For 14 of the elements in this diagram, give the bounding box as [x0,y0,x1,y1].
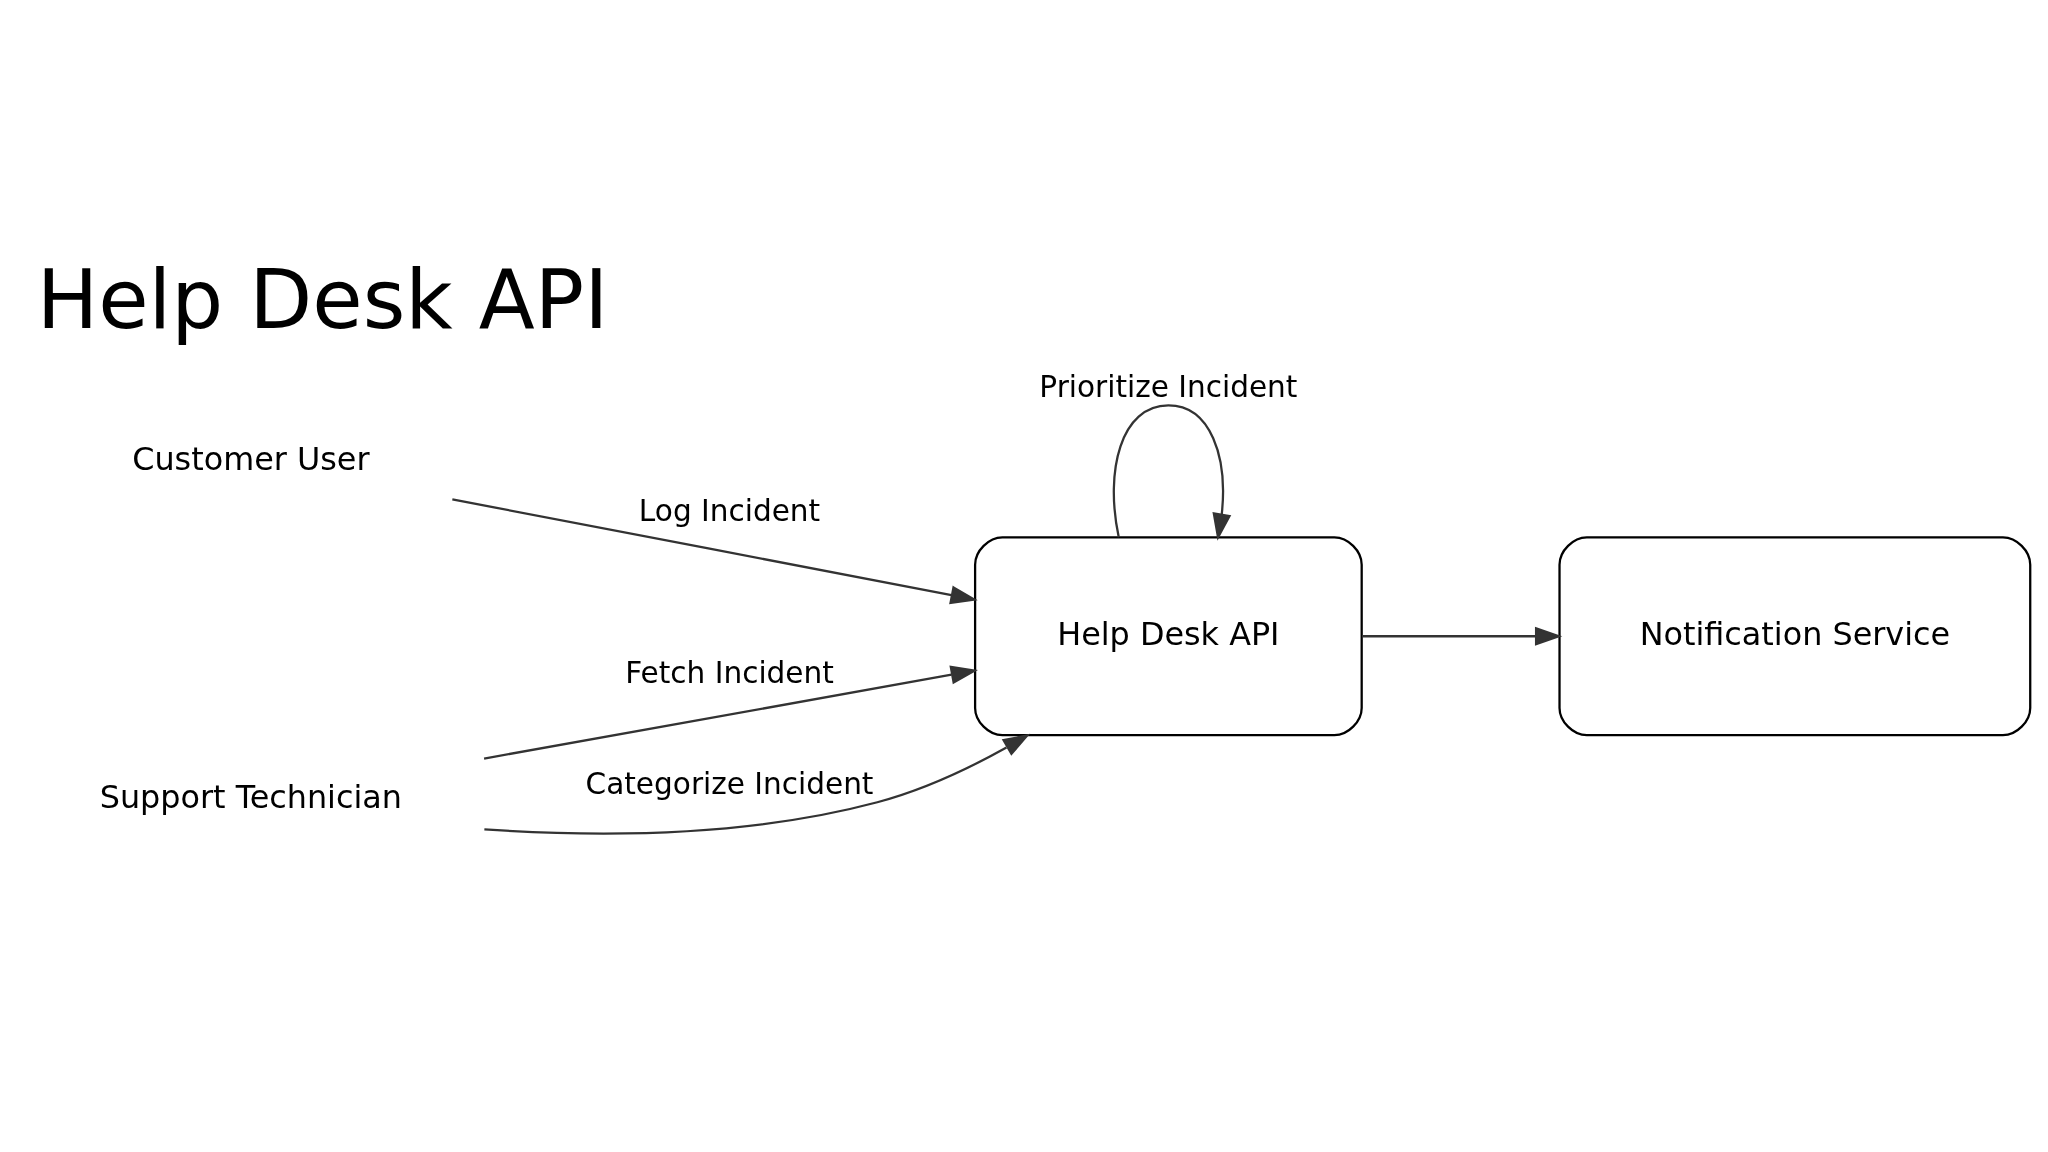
arrow [1112,404,1232,541]
diagram-title: Help Desk API [36,251,609,347]
node-box: Help Desk API [973,536,1363,737]
arrow [452,498,978,605]
node-box: Notification Service [1558,536,2032,737]
arrow [483,665,978,760]
edge-label: Log Incident [638,494,821,529]
edge-label: Prioritize Incident [1039,370,1298,405]
arrow [1362,626,1563,646]
edge-label: Fetch Incident [625,655,834,690]
arrow [484,733,1031,835]
edge-label: Categorize Incident [585,767,874,802]
node-text: Support Technician [99,778,402,817]
node-text: Customer User [132,439,370,478]
